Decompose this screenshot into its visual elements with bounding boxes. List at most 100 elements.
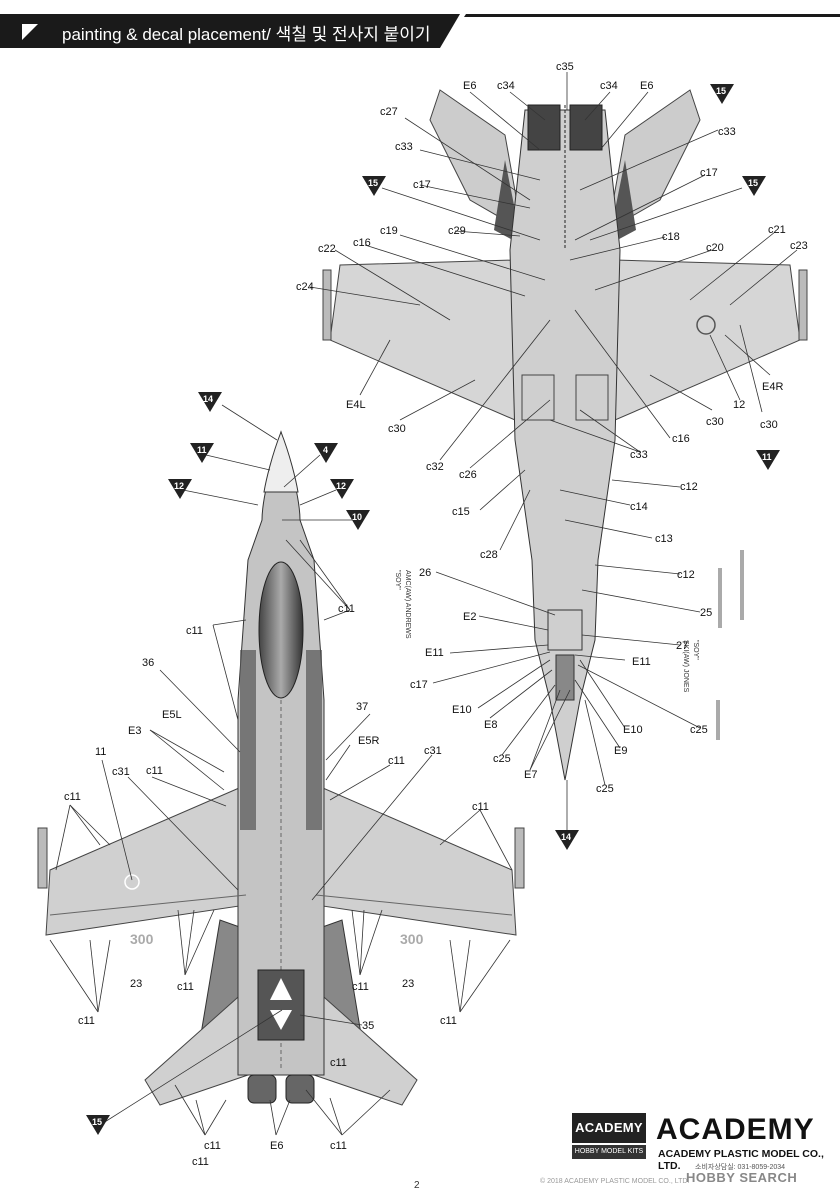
label-27: 27 — [676, 640, 688, 652]
label-c31: c31 — [424, 745, 442, 757]
stencil-pilot-right-callsign: "SOY" — [692, 640, 699, 660]
label-c20: c20 — [706, 242, 724, 254]
copyright-notice: © 2018 ACADEMY PLASTIC MODEL CO., LTD. — [540, 1178, 690, 1185]
label-c26: c26 — [459, 469, 477, 481]
label-c22: c22 — [318, 243, 336, 255]
label-e11: E11 — [425, 647, 444, 659]
academy-box-title: ACADEMY — [572, 1113, 646, 1143]
modex-left: 300 — [130, 931, 154, 947]
label-c11: c11 — [352, 981, 369, 993]
label-26: 26 — [419, 567, 431, 579]
modex-right: 300 — [400, 931, 424, 947]
label-c34: c34 — [497, 80, 515, 92]
label-c30: c30 — [760, 419, 778, 431]
label-c11: c11 — [338, 603, 355, 615]
callout-14-top: 14 — [198, 392, 222, 412]
label-c18: c18 — [662, 231, 680, 243]
label-e10: E10 — [623, 724, 643, 736]
label-e6: E6 — [270, 1140, 283, 1152]
label-c24: c24 — [296, 281, 314, 293]
label-c14: c14 — [630, 501, 648, 513]
label-11: 11 — [95, 746, 106, 758]
svg-text:15: 15 — [368, 178, 378, 188]
label-c21: c21 — [768, 224, 786, 236]
academy-hobby-logo: ACADEMY HOBBY MODEL KITS — [572, 1113, 646, 1161]
label-e8: E8 — [484, 719, 497, 731]
label-c32: c32 — [426, 461, 444, 473]
page-title: painting & decal placement/ 색칠 및 전사지 붙이기 — [62, 25, 431, 44]
label-e2: E2 — [463, 611, 476, 623]
label-12: 12 — [733, 399, 745, 411]
svg-text:11: 11 — [762, 452, 772, 462]
label-c11: c11 — [472, 801, 489, 813]
label-c11: c11 — [177, 981, 194, 993]
svg-text:15: 15 — [748, 178, 758, 188]
label-c33: c33 — [395, 141, 413, 153]
label-25: 25 — [700, 607, 712, 619]
watermark: HOBBY SEARCH — [686, 1170, 798, 1185]
bottom-view-labels: c35 E6 c34 c34 E6 c27 c33 c33 c17 c17 c2… — [296, 61, 808, 795]
top-view-labels: c11 c11 36 E5L E3 37 E5R 11 c31 c11 c11 … — [64, 603, 489, 1168]
label-c16: c16 — [672, 433, 690, 445]
label-e11: E11 — [632, 656, 651, 668]
label-e7: E7 — [524, 769, 537, 781]
label-e5r: E5R — [358, 735, 379, 747]
svg-text:12: 12 — [336, 481, 346, 491]
label-23: 23 — [402, 978, 414, 990]
svg-text:11: 11 — [197, 445, 207, 455]
label-c35: c35 — [556, 61, 574, 73]
label-e4r: E4R — [762, 381, 783, 393]
label-c31: c31 — [112, 766, 130, 778]
label-e9: E9 — [614, 745, 627, 757]
callout-14-bottom: 14 — [555, 830, 579, 850]
label-c11: c11 — [146, 765, 163, 777]
label-c11: c11 — [440, 1015, 457, 1027]
label-c30: c30 — [706, 416, 724, 428]
stencil-pilot-right-name: SKI(AW) JONES — [682, 640, 689, 693]
label-c33: c33 — [630, 449, 648, 461]
academy-wordmark: ACADEMY — [656, 1113, 815, 1146]
callout-4-top: 4 — [314, 443, 338, 463]
label-c23: c23 — [790, 240, 808, 252]
label-c33: c33 — [718, 126, 736, 138]
label-c11: c11 — [186, 625, 203, 637]
label-c28: c28 — [480, 549, 498, 561]
svg-text:14: 14 — [561, 832, 571, 842]
label-c11: c11 — [330, 1140, 347, 1152]
callout-triangles: 14 11 4 12 12 10 15 15 15 15 11 14 — [86, 84, 780, 1135]
company-contact: 소비자상담실: 031-8059-2034 — [695, 1164, 786, 1171]
label-c11: c11 — [330, 1057, 347, 1069]
label-c17: c17 — [413, 179, 431, 191]
callout-15-bottom-a: 15 — [710, 84, 734, 104]
label-c11: c11 — [64, 791, 81, 803]
label-e10: E10 — [452, 704, 472, 716]
svg-text:15: 15 — [716, 86, 726, 96]
stencil-pilot-left-callsign: "SOY" — [394, 570, 401, 590]
label-c11: c11 — [78, 1015, 95, 1027]
label-c17: c17 — [410, 679, 428, 691]
label-37: 37 — [356, 701, 368, 713]
label-36: 36 — [142, 657, 154, 669]
label-c11: c11 — [192, 1156, 209, 1168]
callout-11-top: 11 — [190, 443, 214, 463]
hobby-model-kits-label: HOBBY MODEL KITS — [572, 1145, 646, 1159]
label-e4l: E4L — [346, 399, 366, 411]
stencil-pilot-left-name: AMC(AW) ANDREWS — [404, 570, 411, 639]
callout-12-top-left: 12 — [168, 479, 192, 499]
svg-text:14: 14 — [203, 394, 213, 404]
label-c30: c30 — [388, 423, 406, 435]
bottom-view-aircraft: AMC(AW) ANDREWS "SOY" SKI(AW) JONES "SOY… — [322, 89, 808, 781]
label-35: 35 — [362, 1020, 374, 1032]
callout-10-top: 10 — [346, 510, 370, 530]
callout-15-bottom-b: 15 — [362, 176, 386, 196]
label-e3: E3 — [128, 725, 141, 737]
label-c34: c34 — [600, 80, 618, 92]
label-c25: c25 — [596, 783, 614, 795]
svg-text:10: 10 — [352, 512, 362, 522]
label-c11: c11 — [204, 1140, 221, 1152]
label-c11: c11 — [388, 755, 405, 767]
label-c17: c17 — [700, 167, 718, 179]
label-c29: c29 — [448, 225, 466, 237]
page-header: painting & decal placement/ 색칠 및 전사지 붙이기 — [0, 14, 840, 50]
